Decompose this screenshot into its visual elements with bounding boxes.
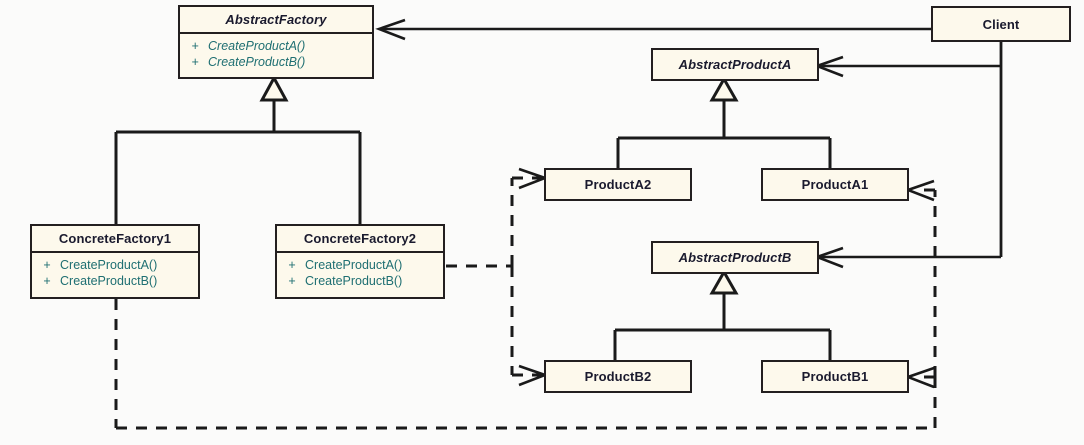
class-box-product-b1[interactable]: ProductB1	[761, 360, 909, 393]
edge-client-association-abstractproducta[interactable]	[813, 41, 1003, 78]
class-title-product-a2: ProductA2	[584, 177, 652, 192]
hollow-triangle-arrowhead	[259, 74, 289, 102]
operation-row: + CreateProductB()	[34, 273, 196, 289]
class-title-wrapper: ProductB1	[763, 362, 907, 391]
edge-client-association-abstractfactory[interactable]	[375, 18, 931, 41]
class-box-abstract-product-a[interactable]: AbstractProductA	[651, 48, 819, 81]
hollow-triangle-arrowhead	[709, 268, 739, 295]
class-title-product-b2: ProductB2	[584, 369, 652, 384]
class-operations-abstract-factory: + CreateProductA() + CreateProductB()	[180, 34, 372, 75]
edge-concretefactory-generalization-abstractfactory[interactable]	[114, 74, 362, 224]
class-title-wrapper: Client	[933, 8, 1069, 40]
class-box-product-b2[interactable]: ProductB2	[544, 360, 692, 393]
class-title-product-b1: ProductB1	[801, 369, 869, 384]
class-title-client: Client	[982, 16, 1020, 32]
class-box-abstract-factory[interactable]: AbstractFactory + CreateProductA() + Cre…	[178, 5, 374, 79]
class-compartment-divider	[32, 251, 198, 253]
operation-row: + CreateProductA()	[34, 257, 196, 273]
class-title-wrapper: ProductA2	[546, 170, 690, 199]
class-compartment-divider	[277, 251, 443, 253]
operation-row: + CreateProductA()	[279, 257, 441, 273]
operation-signature: CreateProductB()	[305, 274, 403, 288]
class-title-wrapper: ProductA1	[763, 170, 907, 199]
class-title-wrapper: ProductB2	[546, 362, 690, 391]
visibility-marker: +	[43, 258, 51, 272]
class-title-abstract-product-b: AbstractProductB	[678, 250, 792, 265]
operation-signature: CreateProductB()	[60, 274, 158, 288]
operation-row: + CreateProductB()	[279, 273, 441, 289]
class-box-concrete-factory-1[interactable]: ConcreteFactory1 + CreateProductA() + Cr…	[30, 224, 200, 299]
class-title-concrete-factory-1: ConcreteFactory1	[58, 231, 172, 246]
operation-signature: CreateProductB()	[208, 55, 306, 69]
class-title-wrapper: AbstractProductA	[653, 50, 817, 79]
visibility-marker: +	[43, 274, 51, 288]
class-operations-concrete-factory-2: + CreateProductA() + CreateProductB()	[277, 253, 443, 294]
operation-signature: CreateProductA()	[208, 39, 306, 53]
class-box-abstract-product-b[interactable]: AbstractProductB	[651, 241, 819, 274]
class-box-concrete-factory-2[interactable]: ConcreteFactory2 + CreateProductA() + Cr…	[275, 224, 445, 299]
operation-signature: CreateProductA()	[60, 258, 158, 272]
visibility-marker: +	[191, 39, 199, 53]
operation-row: + CreateProductA()	[182, 38, 370, 54]
edge-concretefactory1-dependency-products[interactable]	[114, 179, 937, 430]
class-title-concrete-factory-2: ConcreteFactory2	[303, 231, 417, 246]
class-title-product-a1: ProductA1	[801, 177, 869, 192]
class-title-abstract-product-a: AbstractProductA	[678, 57, 792, 72]
operation-signature: CreateProductA()	[305, 258, 403, 272]
visibility-marker: +	[288, 258, 296, 272]
edge-concretefactory2-dependency-products[interactable]	[446, 167, 549, 387]
class-operations-concrete-factory-1: + CreateProductA() + CreateProductB()	[32, 253, 198, 294]
edge-producta-generalization-abstractproducta[interactable]	[616, 75, 832, 168]
class-box-client[interactable]: Client	[931, 6, 1071, 42]
open-arrowhead	[375, 18, 406, 41]
edge-client-association-abstractproductb[interactable]	[813, 66, 1003, 269]
class-title-wrapper: AbstractProductB	[653, 243, 817, 272]
class-title-abstract-factory: AbstractFactory	[225, 12, 327, 27]
class-box-product-a2[interactable]: ProductA2	[544, 168, 692, 201]
edge-productb-generalization-abstractproductb[interactable]	[613, 268, 832, 360]
hollow-triangle-arrowhead	[709, 75, 739, 102]
visibility-marker: +	[191, 55, 199, 69]
class-compartment-divider	[180, 32, 372, 34]
visibility-marker: +	[288, 274, 296, 288]
class-box-product-a1[interactable]: ProductA1	[761, 168, 909, 201]
operation-row: + CreateProductB()	[182, 54, 370, 70]
